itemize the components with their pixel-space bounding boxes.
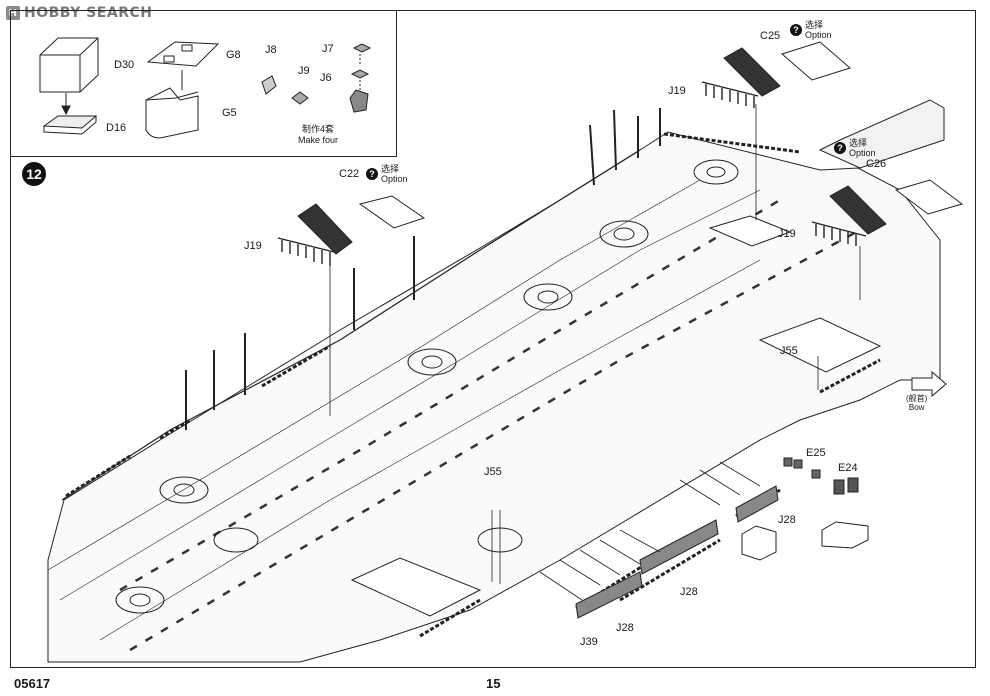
label-j28-b: J28: [680, 586, 698, 598]
label-j28-a: J28: [778, 514, 796, 526]
option-label-cn: 选择: [805, 20, 824, 30]
option-label-en: Option: [381, 174, 408, 184]
watermark-text: HOBBY SEARCH: [24, 5, 153, 21]
part-cube: [741, 525, 777, 561]
antennas: [185, 108, 661, 430]
part-d30: [39, 37, 99, 93]
product-code: 05617: [14, 676, 51, 691]
part-c26: [829, 179, 964, 235]
label-j28-c: J28: [616, 622, 634, 634]
bow-label-cn: (舰首): [906, 394, 928, 403]
bow-arrow-icon: [911, 370, 947, 398]
label-j19-c: J19: [778, 228, 796, 240]
watermark: H HOBBY SEARCH: [6, 4, 152, 22]
label-c22: C22: [339, 168, 360, 180]
part-j8: [261, 75, 277, 95]
watermark-logo-icon: H: [6, 6, 20, 20]
part-e24: [821, 477, 869, 549]
label-d30: D30: [114, 59, 135, 71]
label-j19-b: J19: [668, 85, 686, 97]
part-g8: [146, 41, 220, 67]
label-j7: J7: [322, 43, 334, 55]
option-label-cn: 选择: [381, 164, 400, 174]
part-j19: [277, 81, 867, 266]
label-c25: C25: [760, 30, 781, 42]
inset-note-en: Make four: [298, 135, 339, 145]
label-g8: G8: [226, 49, 241, 61]
part-e25: [783, 457, 821, 479]
page-border: [10, 10, 976, 668]
part-g5: [145, 87, 199, 139]
label-e24: E24: [838, 462, 858, 474]
label-e25: E25: [806, 447, 826, 459]
bow-label-en: Bow: [908, 403, 925, 412]
bow-indicator: (舰首) Bow: [906, 394, 927, 412]
label-j55-a: J55: [780, 345, 798, 357]
label-d16: D16: [106, 122, 127, 134]
label-j9: J9: [298, 65, 310, 77]
step-number: 12: [22, 162, 46, 186]
label-j8: J8: [265, 44, 277, 56]
label-g5: G5: [222, 107, 237, 119]
part-c22: [297, 195, 426, 255]
part-d16: [42, 115, 98, 135]
lift-fwd: [758, 317, 882, 373]
inset-note-cn: 制作4套: [302, 124, 335, 134]
option-label-en: Option: [849, 148, 876, 158]
label-c26: C26: [866, 158, 887, 170]
part-j28-j39: [575, 485, 779, 619]
option-label-en: Option: [805, 30, 832, 40]
inset-box: [10, 10, 397, 157]
question-circle-icon: ?: [834, 142, 846, 154]
question-circle-icon: ?: [790, 24, 802, 36]
option-label-cn: 选择: [849, 138, 868, 148]
inset-note: 制作4套 Make four: [298, 124, 338, 146]
page-number: 15: [486, 676, 501, 691]
part-j9: [291, 91, 309, 105]
label-j55-b: J55: [484, 466, 502, 478]
part-j7-j6: [349, 43, 372, 113]
label-j6: J6: [320, 72, 332, 84]
lift-aft: [350, 557, 482, 617]
part-c25: [723, 41, 852, 97]
deck-outline: [47, 131, 941, 663]
label-j39: J39: [580, 636, 598, 648]
label-j19-a: J19: [244, 240, 262, 252]
question-circle-icon: ?: [366, 168, 378, 180]
